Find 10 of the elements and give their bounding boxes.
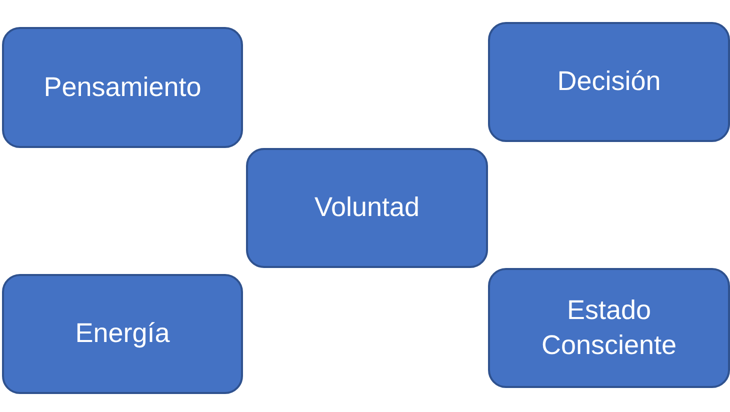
process-box	[488, 268, 730, 388]
box-label: Decisión	[557, 65, 661, 98]
process-box	[488, 22, 730, 142]
box-label: Pensamiento	[44, 70, 202, 104]
process-box	[2, 274, 243, 394]
box-label: Energía	[75, 317, 170, 350]
process-box	[246, 148, 488, 268]
box-label: Estado Consciente	[540, 294, 678, 362]
process-box	[2, 27, 243, 148]
box-label: Voluntad	[314, 191, 420, 224]
